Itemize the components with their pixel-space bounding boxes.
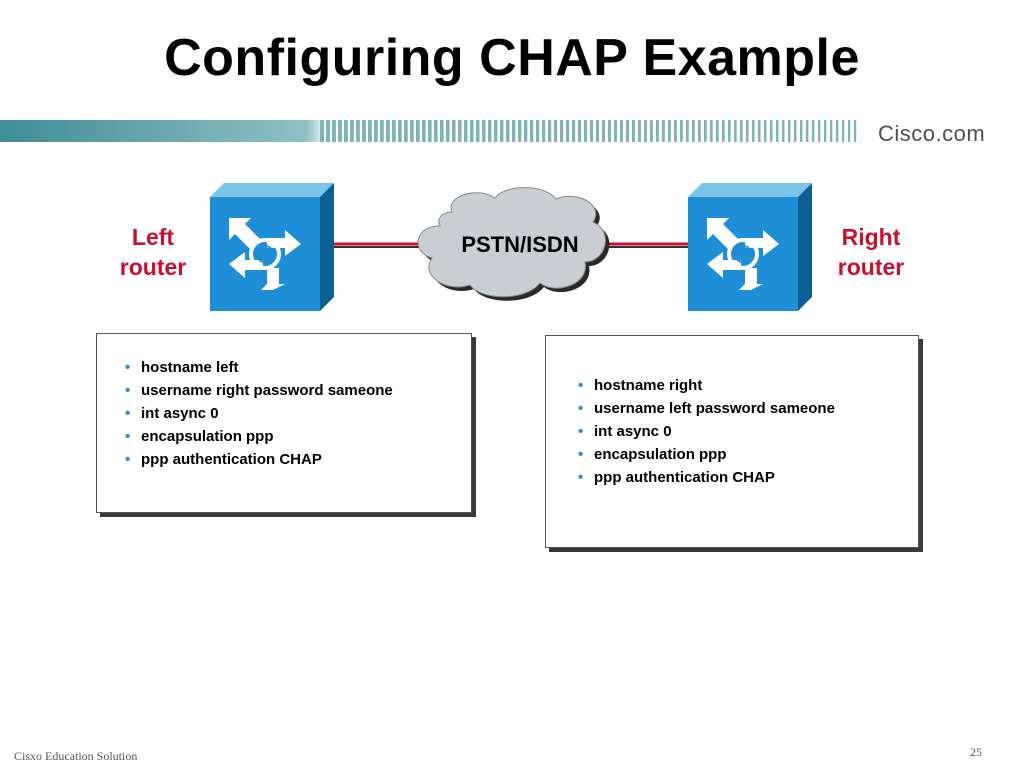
right-router-icon bbox=[688, 183, 812, 311]
list-item: hostname left bbox=[115, 356, 471, 379]
list-item: username right password sameone bbox=[115, 379, 471, 402]
left-config-box: hostname left username right password sa… bbox=[96, 333, 472, 513]
left-router-label: Left router bbox=[98, 222, 208, 282]
header-banner bbox=[0, 120, 1024, 142]
right-router-label: Right router bbox=[816, 222, 926, 282]
list-item: ppp authentication CHAP bbox=[568, 466, 918, 489]
right-config-box: hostname right username left password sa… bbox=[545, 335, 919, 548]
pstn-cloud bbox=[417, 187, 610, 301]
page-number: 25 bbox=[970, 745, 982, 759]
right-router-label-line1: Right bbox=[841, 224, 901, 250]
pstn-isdn-label: PSTN/ISDN bbox=[461, 232, 579, 257]
footer-text: Cisxo Education Solution bbox=[14, 749, 138, 763]
list-item: encapsulation ppp bbox=[115, 425, 471, 448]
left-config-list: hostname left username right password sa… bbox=[97, 334, 471, 471]
right-config-list: hostname right username left password sa… bbox=[546, 336, 918, 489]
list-item: int async 0 bbox=[568, 420, 918, 443]
right-router-label-line2: router bbox=[837, 254, 905, 280]
network-diagram bbox=[210, 183, 812, 311]
list-item: hostname right bbox=[568, 374, 918, 397]
left-router-icon bbox=[210, 183, 334, 311]
list-item: encapsulation ppp bbox=[568, 443, 918, 466]
left-router-label-line1: Left bbox=[131, 224, 175, 250]
cisco-brand-logo: Cisco.com bbox=[878, 121, 986, 146]
left-router-label-line2: router bbox=[119, 254, 187, 280]
list-item: int async 0 bbox=[115, 402, 471, 425]
slide-title: Configuring CHAP Example bbox=[164, 29, 860, 87]
list-item: ppp authentication CHAP bbox=[115, 448, 471, 471]
list-item: username left password sameone bbox=[568, 397, 918, 420]
